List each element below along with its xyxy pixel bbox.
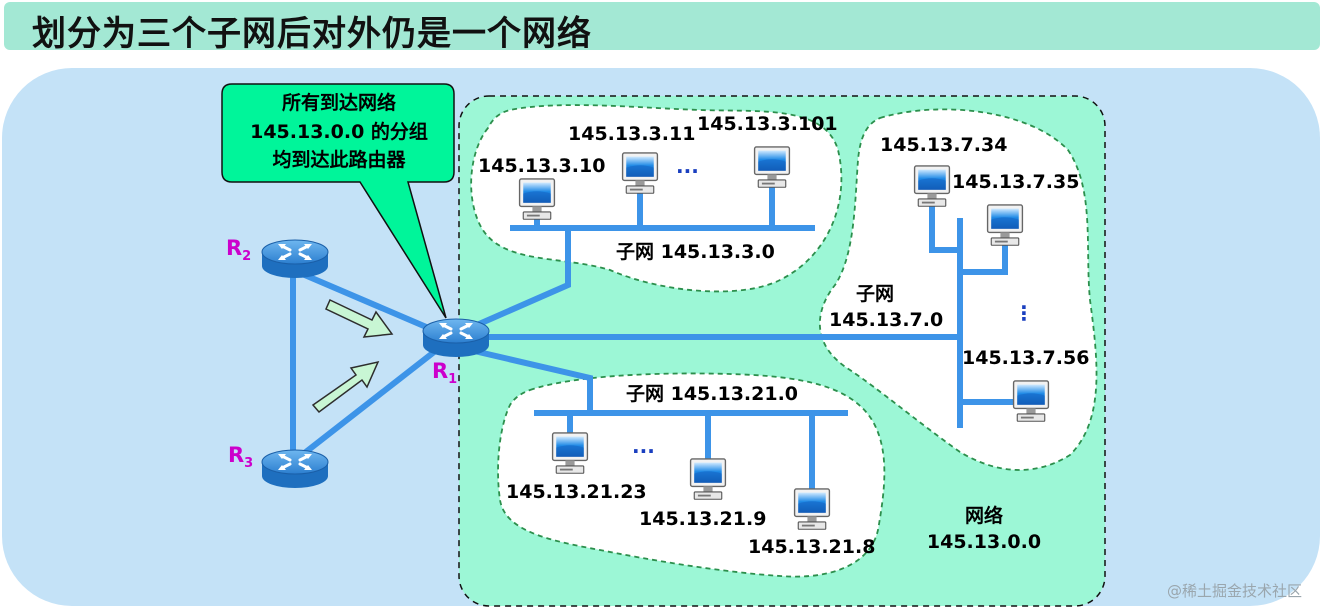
subnet-3-name: 子网 145.13.3.0	[616, 241, 775, 263]
callout-line-3: 均到达此路由器	[272, 148, 406, 171]
pc-icon	[551, 432, 589, 474]
ellipsis: ⋮	[1014, 301, 1034, 325]
subnet-7-name-line2: 145.13.7.0	[829, 309, 943, 331]
host-label: 145.13.21.8	[748, 536, 875, 558]
pc-icon	[986, 204, 1024, 246]
router-r2-label: R2	[226, 236, 251, 264]
callout-line-1: 所有到达网络	[282, 91, 396, 114]
watermark: @稀土掘金技术社区	[1166, 582, 1302, 600]
links	[290, 183, 1020, 490]
arrow-icon	[311, 298, 394, 414]
host-label: 145.13.21.9	[639, 508, 766, 530]
host-label: 145.13.3.101	[697, 113, 838, 135]
pc-icon	[689, 458, 727, 500]
host-label: 145.13.7.34	[880, 134, 1007, 156]
callout-line-2: 145.13.0.0 的分组	[250, 120, 428, 143]
subnet-7-name-line1: 子网	[856, 283, 894, 305]
pc-icon	[1012, 380, 1050, 422]
host-label: 145.13.3.11	[568, 123, 695, 145]
host-label: 145.13.21.23	[506, 481, 647, 503]
pc-icon	[621, 152, 659, 194]
pc-icon	[913, 165, 951, 207]
network-label-line1: 网络	[965, 504, 1003, 527]
title-bar: 划分为三个子网后对外仍是一个网络	[4, 2, 1320, 54]
host-label: 145.13.7.56	[962, 347, 1089, 369]
host-label: 145.13.3.10	[478, 155, 605, 177]
ellipsis: ···	[676, 159, 699, 183]
network-label-line2: 145.13.0.0	[927, 531, 1041, 553]
router-r3-icon	[260, 448, 330, 490]
subnet-3-cloud	[470, 104, 843, 293]
pc-icon	[753, 146, 791, 188]
router-r1-icon	[421, 317, 491, 359]
page-title: 划分为三个子网后对外仍是一个网络	[32, 14, 592, 54]
callout: 所有到达网络 145.13.0.0 的分组 均到达此路由器	[221, 83, 455, 319]
ellipsis: ···	[632, 439, 655, 463]
router-r2-icon	[260, 238, 330, 280]
router-r3-label: R3	[228, 443, 253, 471]
host-label: 145.13.7.35	[952, 171, 1079, 193]
pc-icon	[518, 178, 556, 220]
router-r1-label: R1	[432, 359, 457, 387]
pc-icon	[793, 488, 831, 530]
subnet-21-name: 子网 145.13.21.0	[626, 383, 798, 405]
